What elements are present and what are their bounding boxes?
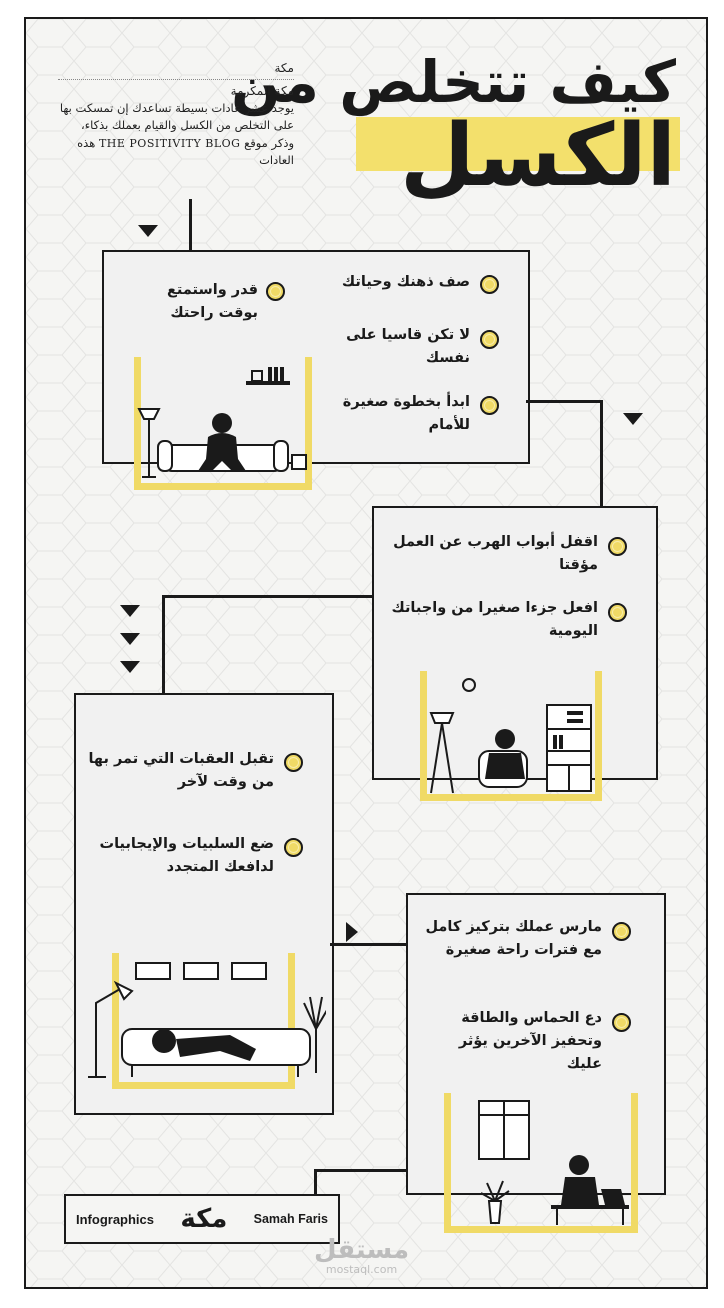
- title-highlight: [356, 117, 680, 171]
- frame-bottom: [112, 1082, 295, 1089]
- watermark-ar: مستقل: [314, 1235, 410, 1265]
- connector: [162, 595, 374, 598]
- source-line2: مكة المكرمة: [230, 84, 294, 98]
- card1-item-1: صف ذهنك وحياتك: [341, 274, 470, 290]
- connector: [526, 400, 602, 403]
- connector: [189, 199, 192, 251]
- card4-item-2: دع الحماس والطاقة وتحفيز الآخرين يؤثر عل…: [458, 1010, 602, 1073]
- watermark: مستقل mostaql.com: [314, 1237, 409, 1276]
- person-at-desk-illustration: [478, 1100, 629, 1225]
- intro-tail: هذه العادات: [77, 135, 294, 168]
- frame-right: [288, 953, 295, 1089]
- intro-blog-name: THE POSITIVITY BLOG: [98, 136, 241, 150]
- bullet-icon: [480, 396, 499, 415]
- bullet-icon: [612, 1013, 631, 1032]
- title-line2: الكسل: [399, 106, 676, 206]
- card3-item-1: تقبل العقبات التي تمر بها من وقت لآخر: [88, 751, 274, 791]
- arrow-down-icon: [138, 225, 158, 237]
- divider: [58, 79, 294, 80]
- card-1: [102, 250, 530, 464]
- arrow-right-icon: [346, 922, 358, 942]
- connector: [600, 400, 603, 506]
- bullet-icon: [480, 275, 499, 294]
- bullet-icon: [612, 922, 631, 941]
- bullet-icon: [284, 838, 303, 857]
- arrow-down-icon: [120, 661, 140, 673]
- arrow-down-icon: [120, 633, 140, 645]
- footer-infographics: Infographics: [76, 1211, 155, 1227]
- infographic-page: كيف تتخلص من الكسل مكة مكة المكرمة يوجد …: [24, 17, 708, 1289]
- frame-right: [305, 357, 312, 490]
- card1-item-2: لا تكن قاسيا على نفسك: [346, 327, 470, 367]
- footer-author: Samah Faris: [253, 1212, 328, 1226]
- connector: [314, 1169, 317, 1195]
- connector: [162, 595, 165, 695]
- card4-item-1: مارس عملك بتركيز كامل مع فترات راحة صغير…: [425, 919, 602, 959]
- person-with-laptop-illustration: [429, 678, 592, 794]
- watermark-latin: mostaql.com: [325, 1263, 398, 1276]
- frame-left: [420, 671, 427, 801]
- title-line1: كيف تتخلص من: [230, 48, 676, 116]
- connector: [314, 1169, 408, 1172]
- card3-item-2: ضع السلبيات والإيجابيات لدافعك المتجدد: [99, 836, 274, 876]
- card1-left-item: قدر واستمتع بوقت راحتك: [167, 282, 258, 322]
- person-on-sofa-illustration: [137, 367, 307, 478]
- frame-bottom: [420, 794, 602, 801]
- intro-text: يوجد عشر عادات بسيطة تساعدك إن تمسكت بها…: [59, 101, 294, 150]
- card2-item-1: اقفل أبواب الهرب عن العمل مؤقتا: [393, 534, 598, 574]
- bullet-icon: [480, 330, 499, 349]
- footer-credits: Infographics مكة Samah Faris: [64, 1194, 340, 1244]
- intro-block: مكة مكة المكرمة يوجد عشر عادات بسيطة تسا…: [58, 59, 294, 169]
- frame-left: [134, 357, 141, 490]
- frame-right: [595, 671, 602, 801]
- bullet-icon: [608, 537, 627, 556]
- card2-item-2: افعل جزءا صغيرا من واجباتك اليومية: [391, 600, 598, 640]
- bullet-icon: [608, 603, 627, 622]
- arrow-down-icon: [623, 413, 643, 425]
- source-line1: مكة: [274, 61, 295, 75]
- card1-item-3: ابدأ بخطوة صغيرة للأمام: [342, 394, 470, 434]
- footer-logo: مكة: [180, 1204, 228, 1234]
- arrow-down-icon: [120, 605, 140, 617]
- frame-left: [444, 1093, 451, 1233]
- frame-bottom: [444, 1226, 638, 1233]
- frame-bottom: [134, 483, 312, 490]
- frame-left: [112, 953, 119, 1089]
- bullet-icon: [266, 282, 285, 301]
- frame-right: [631, 1093, 638, 1233]
- connector: [330, 943, 408, 946]
- person-lying-on-sofa-illustration: [88, 962, 326, 1078]
- bullet-icon: [284, 753, 303, 772]
